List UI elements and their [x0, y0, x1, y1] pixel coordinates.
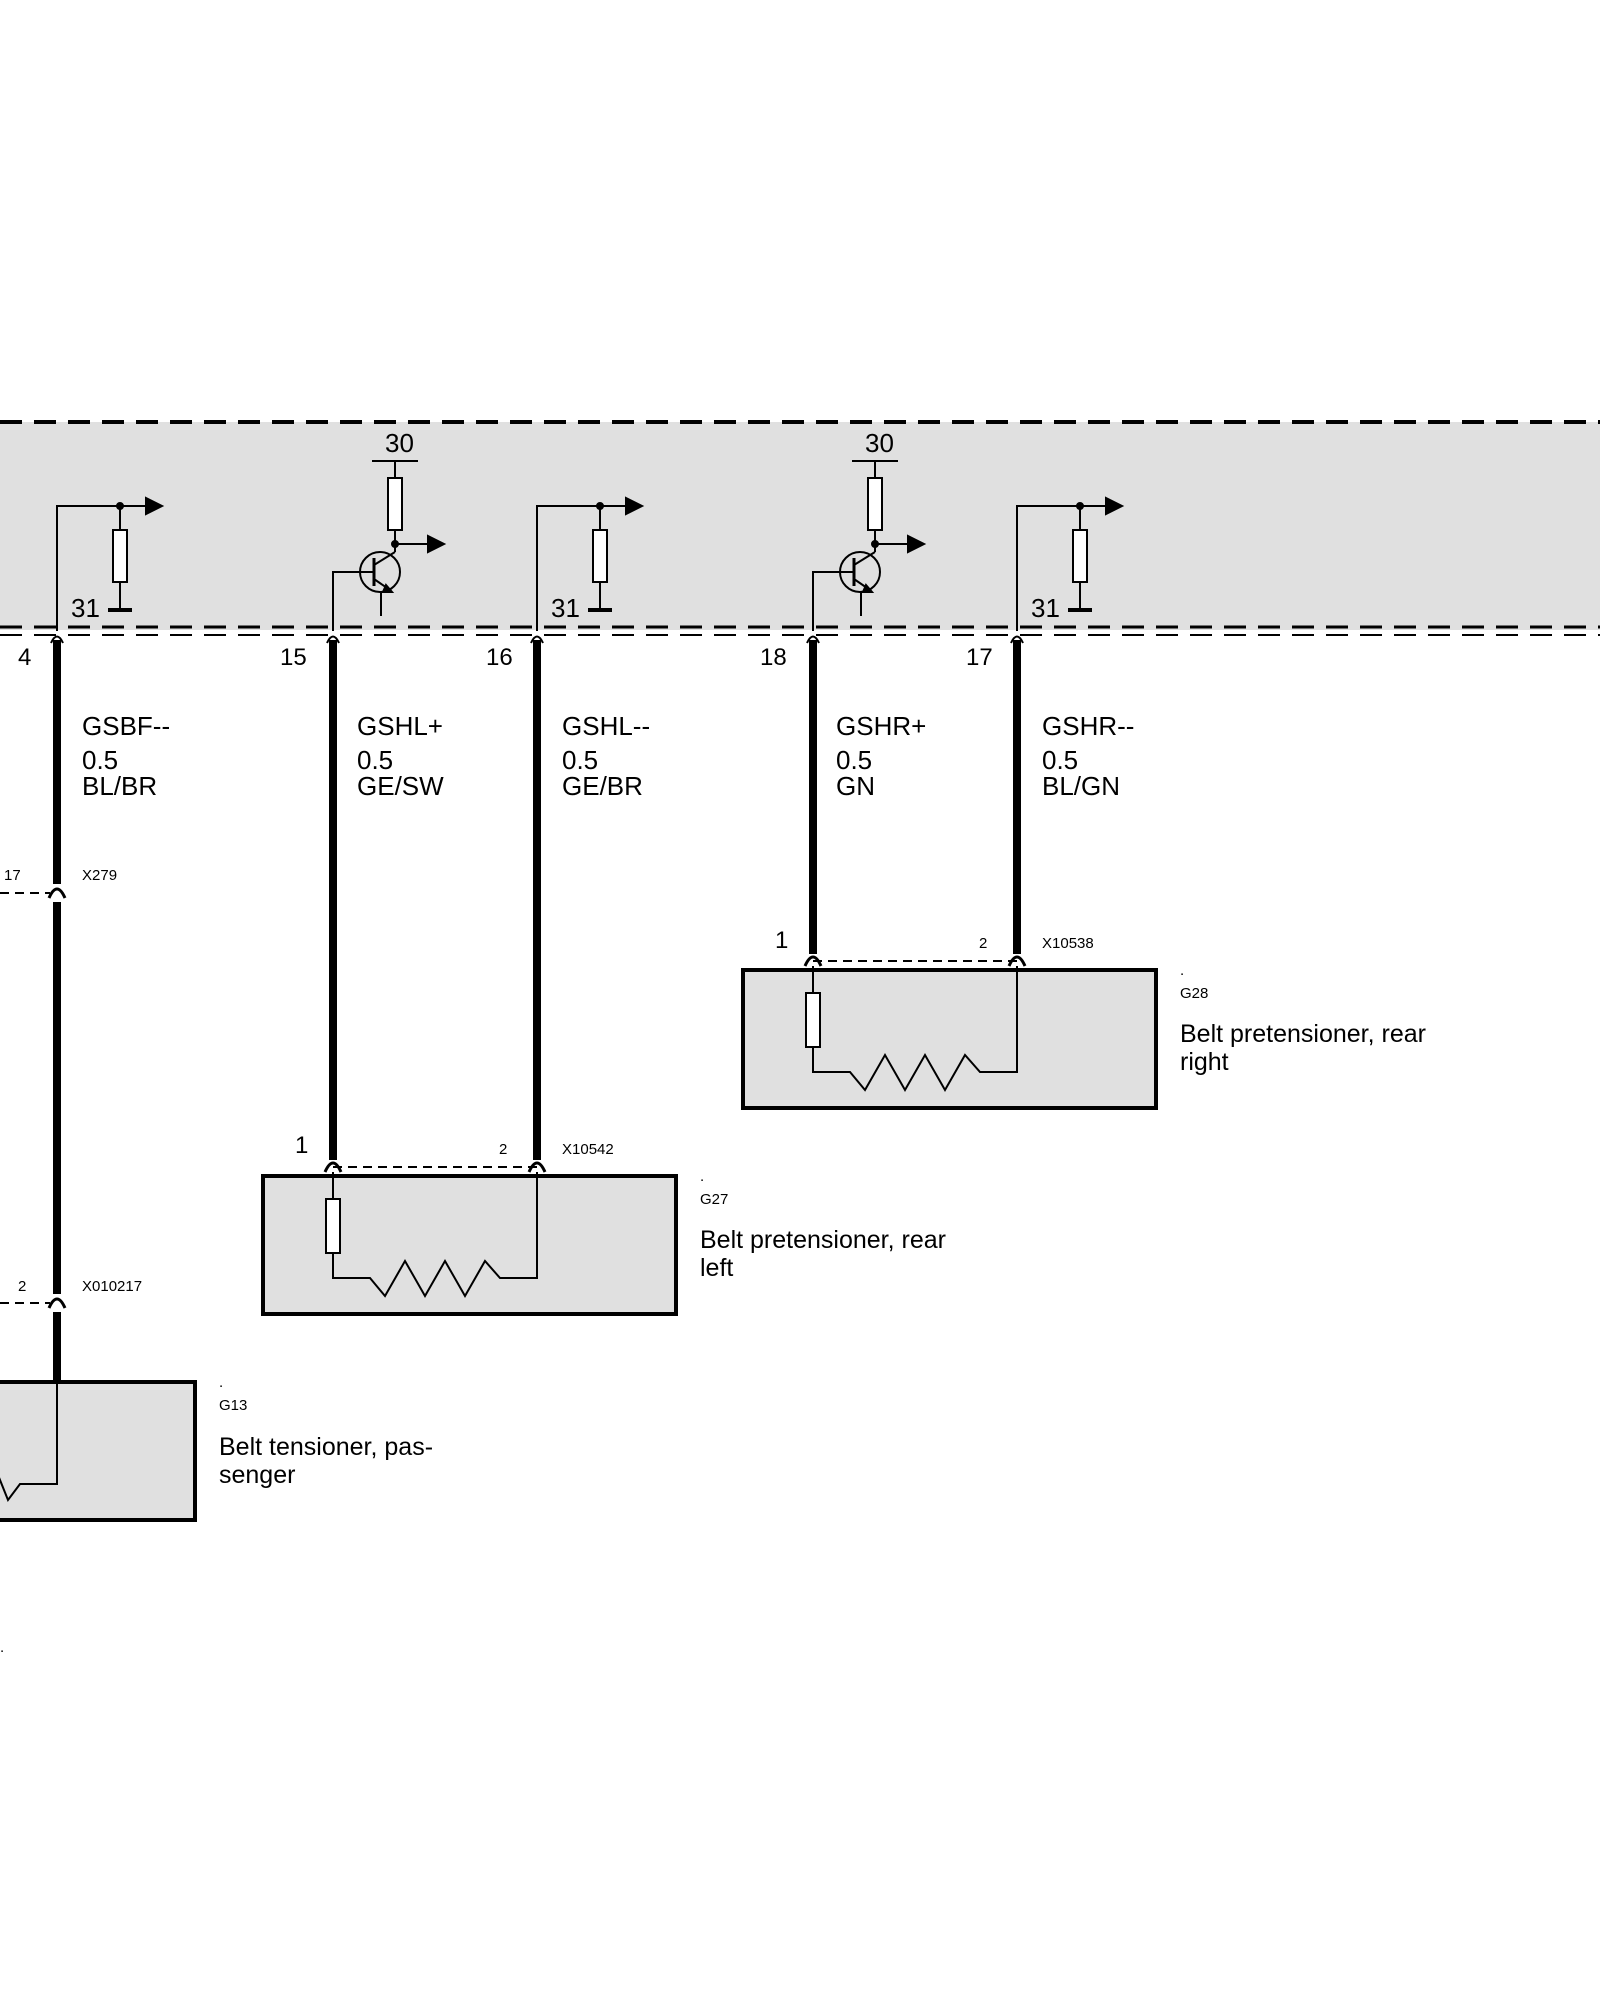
component-code: G27 [700, 1191, 728, 1208]
pull-resistor-pin17 [1016, 496, 1125, 631]
component-description: Belt tensioner, pas- [219, 1433, 433, 1461]
wire-color: BL/BR [82, 771, 157, 801]
connector-x10542: 1 2 X10542 [295, 1132, 614, 1173]
component-g28[interactable]: . G28 Belt pretensioner, rear right [741, 962, 1426, 1110]
wire-label-gshl-plus: GSHL+ 0.5 GE/SW [357, 711, 444, 801]
pin-number-17: 17 [966, 644, 993, 671]
component-dot: . [219, 1374, 223, 1391]
connector-x279: 17 X279 [0, 867, 117, 899]
supply-label-left: 30 [385, 428, 414, 458]
connector-name: X279 [82, 867, 117, 884]
wire-size: 0.5 [1042, 745, 1078, 775]
connector-name: X10538 [1042, 935, 1094, 952]
wire-signal: GSHL-- [562, 711, 650, 741]
connector-pin1: 1 [775, 927, 788, 954]
connector-pin: 2 [18, 1278, 26, 1295]
footer-dot: . [0, 1639, 4, 1656]
ground-label-pin4: 31 [71, 593, 100, 623]
component-description: Belt pretensioner, rear [1180, 1020, 1426, 1048]
wire-size: 0.5 [562, 745, 598, 775]
ground-label-pin17: 31 [1031, 593, 1060, 623]
component-dot: . [1180, 962, 1184, 979]
connector-x10538: 1 2 X10538 [775, 927, 1094, 967]
component-g27[interactable]: . G27 Belt pretensioner, rear left [261, 1168, 946, 1316]
component-description-cont: left [700, 1254, 733, 1282]
ground-label-pin16: 31 [551, 593, 580, 623]
wire-size: 0.5 [82, 745, 118, 775]
component-g13[interactable]: . G13 Belt tensioner, pas- senger [0, 1374, 433, 1522]
component-description-cont: right [1180, 1048, 1229, 1076]
pull-resistor-pin4 [56, 496, 165, 631]
connector-pin2: 2 [979, 935, 987, 952]
wire-color: GE/SW [357, 771, 444, 801]
wire-color: GN [836, 771, 875, 801]
component-code: G28 [1180, 985, 1208, 1002]
wire-signal: GSHR+ [836, 711, 926, 741]
wire-label-gshr-minus: GSHR-- 0.5 BL/GN [1042, 711, 1134, 801]
control-unit-block [0, 420, 1600, 636]
component-description: Belt pretensioner, rear [700, 1226, 946, 1254]
pull-resistor-pin16 [536, 496, 645, 631]
pin-number-4: 4 [18, 644, 31, 671]
wire-signal: GSHR-- [1042, 711, 1134, 741]
connector-pin1: 1 [295, 1132, 308, 1159]
wire-label-gshr-plus: GSHR+ 0.5 GN [836, 711, 926, 801]
connector-pin: 17 [4, 867, 21, 884]
connector-x010217: 2 X010217 [0, 1278, 142, 1309]
pin-terminals [50, 635, 1024, 644]
component-dot: . [700, 1168, 704, 1185]
transistor-driver-pin18 [812, 460, 927, 631]
component-code: G13 [219, 1397, 247, 1414]
supply-label-right: 30 [865, 428, 894, 458]
wire-signal: GSHL+ [357, 711, 443, 741]
wire-label-gshl-minus: GSHL-- 0.5 GE/BR [562, 711, 650, 801]
component-description-cont: senger [219, 1461, 295, 1489]
wire-label-gsbf: GSBF-- 0.5 BL/BR [82, 711, 170, 801]
wire-signal: GSBF-- [82, 711, 170, 741]
wire-size: 0.5 [357, 745, 393, 775]
connector-name: X10542 [562, 1141, 614, 1158]
transistor-driver-pin15 [332, 460, 447, 631]
wire-color: GE/BR [562, 771, 643, 801]
wire-color: BL/GN [1042, 771, 1120, 801]
pin-number-18: 18 [760, 644, 787, 671]
pin-number-16: 16 [486, 644, 513, 671]
connector-name: X010217 [82, 1278, 142, 1295]
pin-number-15: 15 [280, 644, 307, 671]
wire-size: 0.5 [836, 745, 872, 775]
connector-pin2: 2 [499, 1141, 507, 1158]
